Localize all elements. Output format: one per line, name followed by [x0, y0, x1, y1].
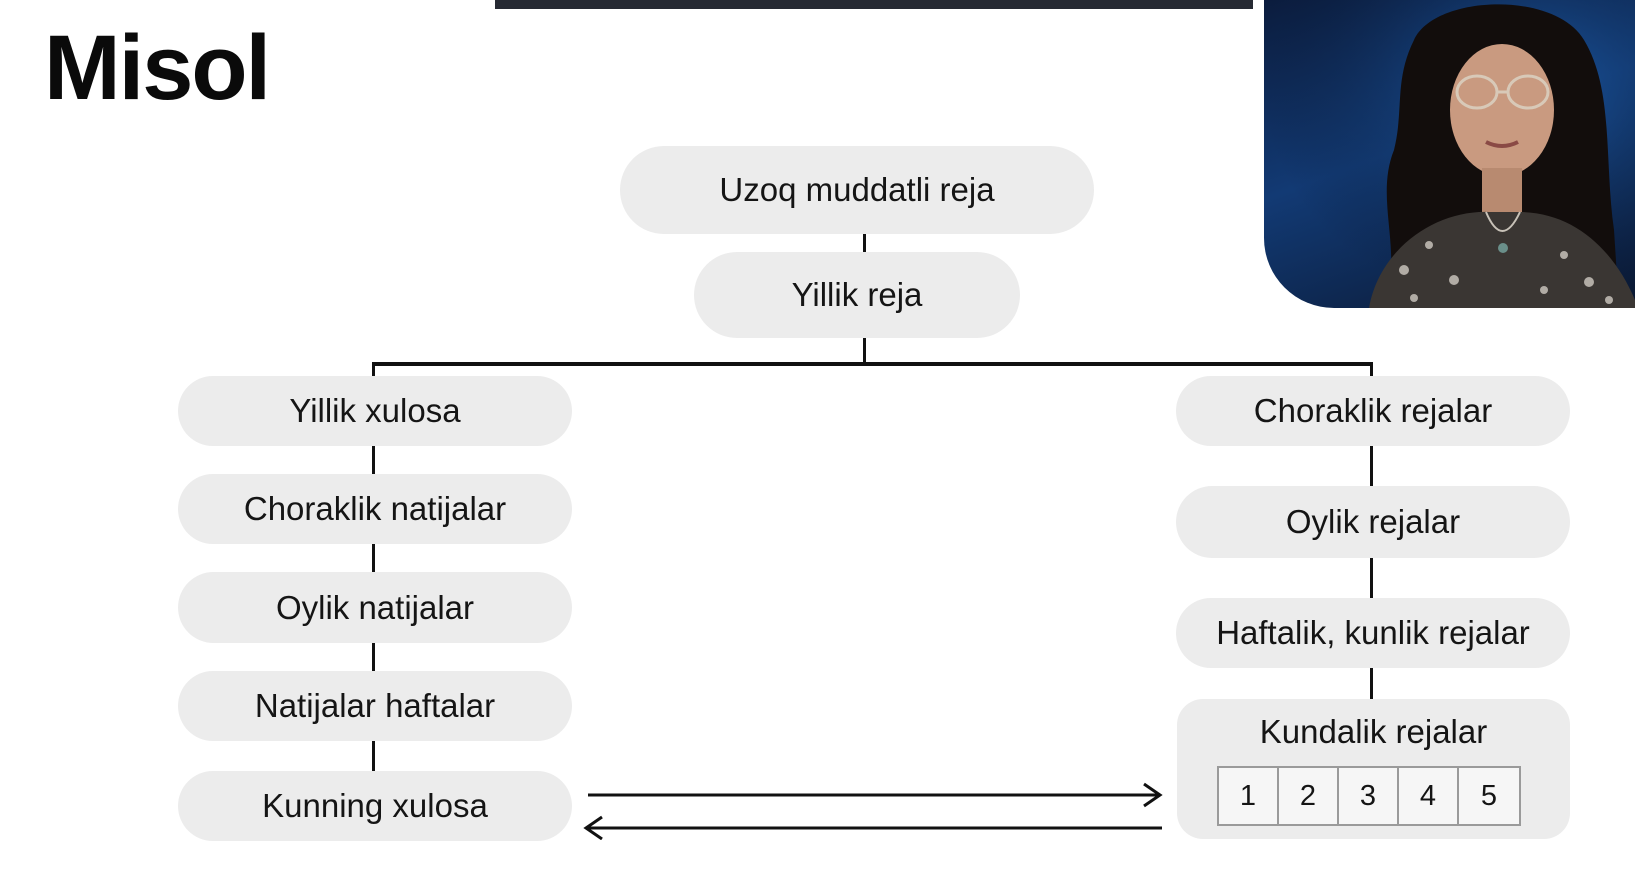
slide-title: Misol: [44, 17, 271, 119]
node-monthly-plans: Oylik rejalar: [1176, 486, 1570, 558]
node-day-summary: Kunning xulosa: [178, 771, 572, 841]
node-quarterly-results: Choraklik natijalar: [178, 474, 572, 544]
connector-bus-left: [372, 362, 375, 376]
node-daily-plans: Kundalik rejalar 1 2 3 4 5: [1177, 699, 1570, 839]
arrow-right-icon: [588, 782, 1163, 808]
day-cell: 3: [1339, 768, 1399, 824]
daily-plans-title: Kundalik rejalar: [1259, 713, 1488, 750]
presenter-illustration: [1264, 0, 1635, 308]
connector-left-2: [372, 544, 375, 572]
connector-horizontal-bus: [372, 362, 1373, 366]
connector-right-3: [1370, 668, 1373, 699]
day-cell: 2: [1279, 768, 1339, 824]
connector-left-1: [372, 446, 375, 474]
node-monthly-results: Oylik natijalar: [178, 572, 572, 643]
feedback-arrows: [583, 782, 1163, 840]
node-yearly-summary: Yillik xulosa: [178, 376, 572, 446]
top-bar: [495, 0, 1253, 9]
arrow-left-icon: [583, 815, 1162, 840]
day-cells: 1 2 3 4 5: [1217, 766, 1521, 826]
node-quarterly-plans: Choraklik rejalar: [1176, 376, 1570, 446]
day-cell: 1: [1219, 768, 1279, 824]
day-cell: 5: [1480, 779, 1498, 812]
connector-root-yearly: [863, 234, 866, 252]
node-weekly-results: Natijalar haftalar: [178, 671, 572, 741]
day-cell: 4: [1399, 768, 1459, 824]
node-weekly-daily-plans: Haftalik, kunlik rejalar: [1176, 598, 1570, 668]
presenter-webcam: [1264, 0, 1635, 308]
connector-right-2: [1370, 558, 1373, 598]
connector-left-3: [372, 643, 375, 671]
connector-right-1: [1370, 446, 1373, 486]
connector-bus-right: [1370, 362, 1373, 376]
node-long-term-plan: Uzoq muddatli reja: [620, 146, 1094, 234]
connector-yearly-bus: [863, 338, 866, 364]
connector-left-4: [372, 741, 375, 771]
node-yearly-plan: Yillik reja: [694, 252, 1020, 338]
